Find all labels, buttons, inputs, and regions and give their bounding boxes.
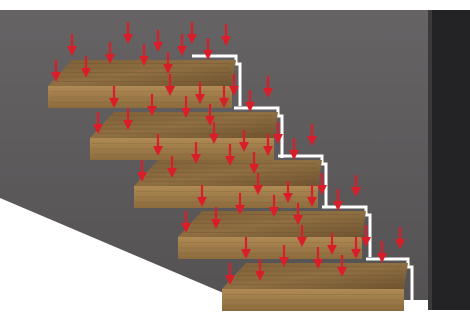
tread-top (178, 211, 366, 237)
tread-top (48, 60, 236, 86)
wall-edge-pillar (428, 10, 470, 310)
pillar-highlight (428, 10, 432, 310)
tread-top (222, 263, 408, 289)
tread-top (134, 160, 322, 186)
tread-top (90, 112, 278, 138)
